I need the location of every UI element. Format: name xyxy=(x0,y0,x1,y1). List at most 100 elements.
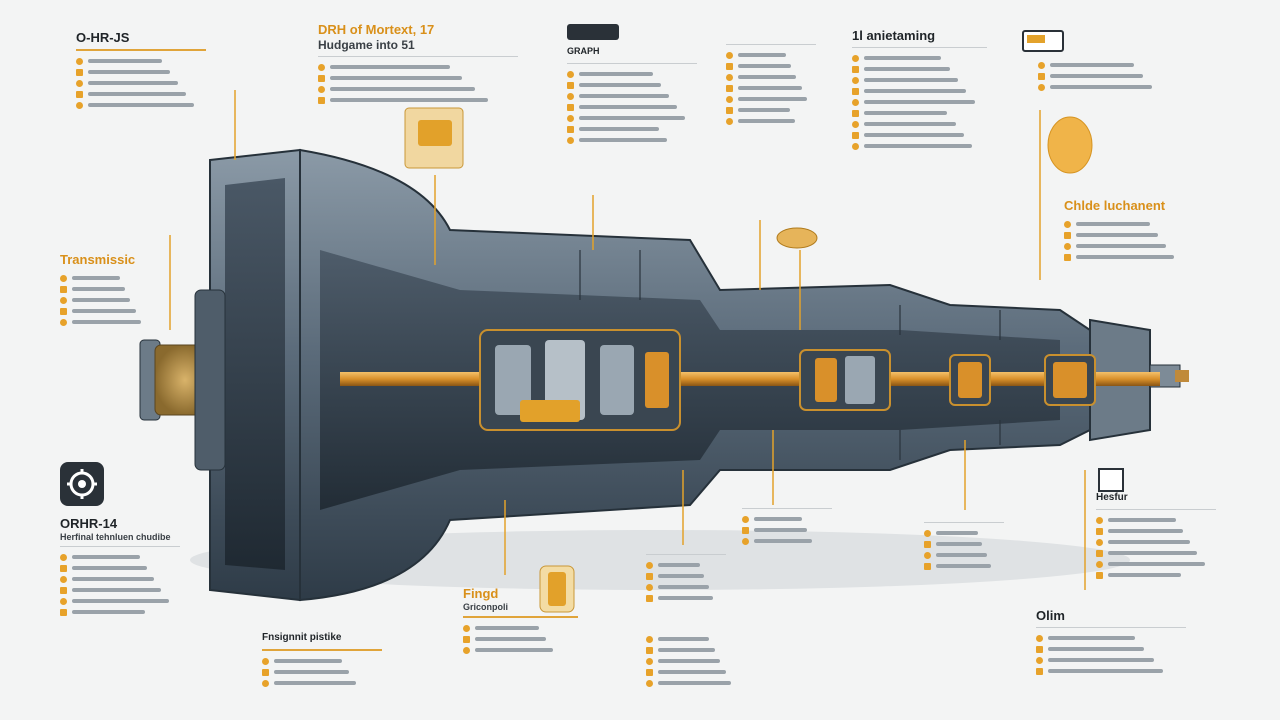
text-placeholder xyxy=(1048,658,1154,662)
callout-lines xyxy=(646,560,726,604)
bullet-icon xyxy=(852,55,859,62)
text-placeholder xyxy=(1048,669,1164,673)
text-placeholder xyxy=(1048,647,1145,651)
callout-line xyxy=(1036,655,1186,666)
text-placeholder xyxy=(658,596,714,600)
callout-title: Hesfur xyxy=(1096,492,1128,503)
part-thumbnail-ring xyxy=(776,227,818,249)
bullet-icon xyxy=(60,275,67,282)
callout-line xyxy=(1096,548,1216,559)
bullet-icon xyxy=(646,595,653,602)
battery-icon xyxy=(1022,30,1064,52)
planetary-gearset-2 xyxy=(799,349,891,411)
callout-line xyxy=(76,67,206,78)
bullet-icon xyxy=(924,552,931,559)
bullet-icon xyxy=(646,680,653,687)
case-ribs xyxy=(579,250,1001,460)
bullet-icon xyxy=(60,297,67,304)
callout-lines xyxy=(742,514,832,547)
bullet-icon xyxy=(76,91,83,98)
callout-bottom-2: Fnsignnit pistike xyxy=(262,630,382,689)
bullet-icon xyxy=(924,563,931,570)
text-placeholder xyxy=(738,86,802,90)
callout-lines xyxy=(1064,219,1194,263)
callout-lines xyxy=(463,623,578,656)
callout-line xyxy=(567,69,697,80)
callout-line xyxy=(60,284,150,295)
text-placeholder xyxy=(1050,85,1152,89)
text-placeholder xyxy=(864,133,964,137)
callout-bottom-6 xyxy=(646,634,741,689)
callout-line xyxy=(646,656,741,667)
text-placeholder xyxy=(579,105,678,109)
callout-line xyxy=(318,62,518,73)
bullet-icon xyxy=(567,93,574,100)
text-placeholder xyxy=(658,659,721,663)
text-placeholder xyxy=(88,81,179,85)
bullet-icon xyxy=(726,74,733,81)
text-placeholder xyxy=(330,65,450,69)
text-placeholder xyxy=(1076,255,1175,259)
callout-line xyxy=(1096,559,1216,570)
bullet-icon xyxy=(60,308,67,315)
callout-line xyxy=(726,83,816,94)
text-placeholder xyxy=(738,97,807,101)
callout-bottom-7 xyxy=(924,518,1004,572)
text-placeholder xyxy=(72,287,126,291)
bullet-icon xyxy=(76,102,83,109)
text-placeholder xyxy=(658,681,732,685)
text-placeholder xyxy=(1108,573,1181,577)
callout-line xyxy=(60,273,150,284)
callout-line xyxy=(318,95,518,106)
callout-line xyxy=(1036,644,1186,655)
callout-title: Fnsignnit pistike xyxy=(262,632,342,643)
bullet-icon xyxy=(567,71,574,78)
callout-line xyxy=(262,667,382,678)
text-placeholder xyxy=(72,309,136,313)
bullet-icon xyxy=(852,143,859,150)
text-placeholder xyxy=(330,76,463,80)
text-placeholder xyxy=(1076,222,1151,226)
bullet-icon xyxy=(646,669,653,676)
bullet-icon xyxy=(567,137,574,144)
text-placeholder xyxy=(72,320,141,324)
chip-icon xyxy=(567,24,619,40)
bullet-icon xyxy=(567,104,574,111)
bullet-icon xyxy=(262,669,269,676)
bell-housing-inner xyxy=(225,178,285,570)
callout-line xyxy=(924,528,1004,539)
planetary-gearset-1 xyxy=(479,329,681,431)
callout-line xyxy=(646,645,741,656)
bullet-icon xyxy=(60,286,67,293)
text-placeholder xyxy=(754,528,808,532)
callout-line xyxy=(1096,515,1216,526)
callout-line xyxy=(1064,252,1194,263)
bullet-icon xyxy=(646,636,653,643)
text-placeholder xyxy=(738,75,797,79)
callout-left-mid: Transmissic xyxy=(60,252,150,328)
callout-line xyxy=(60,295,150,306)
callout-line xyxy=(742,525,832,536)
bullet-icon xyxy=(318,86,325,93)
text-placeholder xyxy=(1076,233,1159,237)
callout-title: Transmissic xyxy=(60,252,136,267)
callout-bottom-4 xyxy=(646,550,726,604)
text-placeholder xyxy=(1108,562,1205,566)
callout-bottom-right-2: Olim xyxy=(1036,608,1186,677)
part-thumbnail-drum xyxy=(1047,116,1093,174)
bullet-icon xyxy=(924,530,931,537)
bullet-icon xyxy=(1064,243,1071,250)
callout-line xyxy=(852,75,987,86)
bullet-icon xyxy=(852,77,859,84)
text-placeholder xyxy=(72,610,145,614)
output-tip xyxy=(1175,370,1189,382)
text-placeholder xyxy=(579,116,686,120)
callout-line xyxy=(852,86,987,97)
text-placeholder xyxy=(864,78,958,82)
callout-lines xyxy=(924,528,1004,572)
bullet-icon xyxy=(852,88,859,95)
callout-title: ORHR-14 xyxy=(60,516,118,531)
text-placeholder xyxy=(658,637,710,641)
bullet-icon xyxy=(742,538,749,545)
